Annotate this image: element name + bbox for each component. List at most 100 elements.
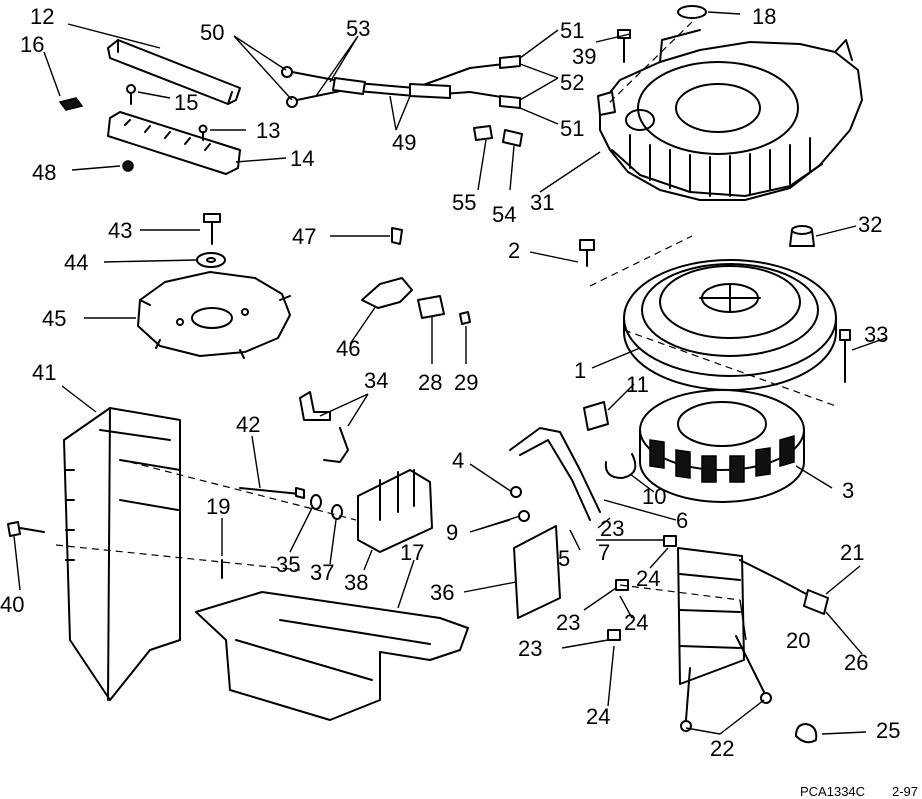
callout-41: 41: [32, 360, 56, 385]
callout-12: 12: [30, 4, 54, 29]
callout-20: 20: [786, 628, 810, 653]
callout-16: 16: [20, 32, 44, 57]
part-terminal-block: [107, 111, 241, 175]
leader-lines: [13, 11, 887, 735]
callout-26: 26: [844, 650, 868, 675]
callout-44: 44: [64, 250, 88, 275]
part-timer-base-45: [137, 271, 291, 359]
part-clip-11: [583, 401, 609, 431]
part-screw-15: [126, 84, 136, 105]
part-connector-54: [502, 129, 523, 147]
callout-51-bottom: 51: [560, 116, 584, 141]
callout-36: 36: [430, 580, 454, 605]
callout-23-mid: 23: [556, 610, 580, 635]
callout-32: 32: [858, 212, 882, 237]
callout-7: 7: [598, 540, 610, 565]
callout-46: 46: [336, 336, 360, 361]
callout-48: 48: [32, 160, 56, 185]
callout-38: 38: [344, 570, 368, 595]
callout-25: 25: [876, 718, 900, 743]
part-leads-harness: [281, 61, 521, 108]
part-washers-35-37: [310, 494, 343, 520]
callout-1: 1: [574, 358, 586, 383]
callout-47: 47: [292, 224, 316, 249]
callout-24-mid: 24: [624, 610, 648, 635]
part-flywheel-1: [623, 259, 837, 391]
callout-45: 45: [42, 306, 66, 331]
part-ground-lead-22: [680, 635, 772, 732]
callout-53: 53: [346, 16, 370, 41]
part-nut-48: [122, 160, 134, 172]
alignment-line: [623, 329, 837, 407]
callout-15: 15: [174, 90, 198, 115]
part-clamp-25: [795, 723, 818, 744]
part-module-38: [357, 469, 433, 553]
part-bolt-33: [839, 329, 851, 383]
part-lead-21: [739, 559, 829, 615]
alignment-line: [619, 584, 741, 601]
callout-14: 14: [290, 146, 314, 171]
part-screw-39: [617, 29, 631, 63]
callout-37: 37: [310, 560, 334, 585]
callout-18: 18: [752, 4, 776, 29]
part-stator-3: [639, 389, 805, 503]
part-bolt-42: [239, 487, 305, 499]
callout-28: 28: [418, 370, 442, 395]
callout-24-top: 24: [636, 566, 660, 591]
callout-31: 31: [530, 190, 554, 215]
callout-50: 50: [200, 20, 224, 45]
part-plate-36: [513, 525, 561, 619]
part-screw-13: [198, 124, 208, 141]
callout-22: 22: [710, 736, 734, 761]
part-screw-2: [579, 239, 595, 267]
callout-11: 11: [626, 372, 649, 397]
callout-33: 33: [864, 322, 888, 347]
callout-3: 3: [842, 478, 854, 503]
callout-34: 34: [364, 368, 388, 393]
callout-10: 10: [642, 484, 666, 509]
callout-49: 49: [392, 130, 416, 155]
callout-43: 43: [108, 218, 132, 243]
part-terminal-cover: [107, 39, 241, 105]
callout-39: 39: [572, 44, 596, 69]
callout-52: 52: [560, 70, 584, 95]
callout-29: 29: [454, 370, 478, 395]
drawing-code: PCA1334C: [800, 784, 865, 799]
part-cap-18: [677, 5, 707, 19]
callout-54: 54: [492, 202, 516, 227]
part-screw-47: [391, 227, 403, 245]
alignment-line: [607, 21, 693, 105]
callout-5: 5: [558, 546, 570, 571]
part-harness-4: [509, 427, 601, 522]
callout-55: 55: [452, 190, 476, 215]
callout-35: 35: [276, 552, 300, 577]
part-washer-44: [196, 252, 226, 268]
callout-51-top: 51: [560, 18, 584, 43]
part-terminal-51: [499, 55, 521, 109]
callout-17: 17: [400, 540, 424, 565]
alignment-line: [129, 461, 357, 521]
part-housing-31: [597, 29, 863, 201]
callout-23-bottom: 23: [518, 636, 542, 661]
part-strap-10: [604, 453, 637, 479]
callout-23-top: 23: [600, 516, 624, 541]
part-pin-29: [459, 311, 471, 325]
part-bracket-34: [299, 391, 349, 463]
alignment-line: [55, 544, 301, 571]
callout-24-bottom: 24: [586, 704, 610, 729]
part-clip-16: [58, 97, 84, 111]
part-cap-32: [789, 225, 815, 247]
callout-19: 19: [206, 494, 230, 519]
callout-13: 13: [256, 118, 280, 143]
callout-40: 40: [0, 592, 24, 617]
part-screws-23: [607, 535, 677, 641]
part-bracket-46: [361, 277, 413, 309]
part-clip-28: [417, 295, 445, 319]
callout-6: 6: [676, 508, 688, 533]
part-connector-55: [473, 125, 493, 141]
callout-42: 42: [236, 412, 260, 437]
callout-4: 4: [452, 448, 464, 473]
part-rectifier-plate: [677, 547, 745, 685]
alignment-line: [589, 235, 693, 287]
